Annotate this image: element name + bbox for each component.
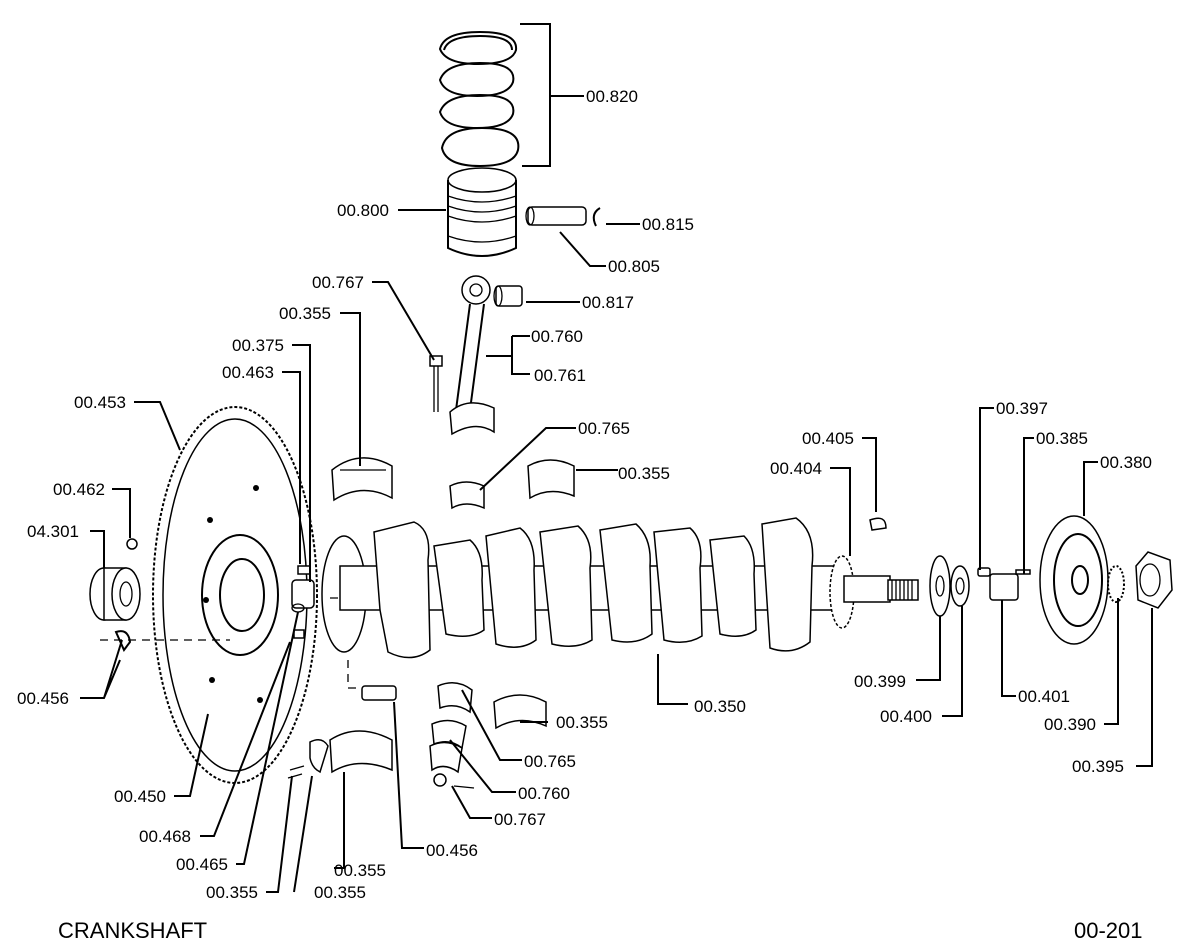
leader-lines xyxy=(80,23,1153,893)
part-label-00-395: 00.395 xyxy=(1072,757,1124,776)
part-label-00-450: 00.450 xyxy=(114,787,166,806)
part-label-00-355-upper-right: 00.355 xyxy=(618,464,670,483)
part-label-00-800: 00.800 xyxy=(337,201,389,220)
upper-bearing-shells-drawing xyxy=(331,457,575,510)
front-end-parts-drawing xyxy=(929,515,1173,645)
part-label-00-385: 00.385 xyxy=(1036,429,1088,448)
diagram-title: CRANKSHAFT xyxy=(58,918,208,943)
piston-pin-drawing xyxy=(525,206,601,227)
part-label-00-760-upper: 00.760 xyxy=(531,327,583,346)
part-labels: 00.820 00.800 00.815 00.805 00.817 00.76… xyxy=(17,87,1152,902)
part-label-00-355-upper-left: 00.355 xyxy=(279,304,331,323)
part-label-00-468: 00.468 xyxy=(139,827,191,846)
part-label-00-355-bottom-center: 00.355 xyxy=(334,861,386,880)
part-label-00-355-bottom-left: 00.355 xyxy=(206,883,258,902)
lower-bearing-parts-drawing xyxy=(287,682,547,789)
part-label-00-397: 00.397 xyxy=(996,399,1048,418)
part-label-00-399: 00.399 xyxy=(854,672,906,691)
part-label-00-767-lower: 00.767 xyxy=(494,810,546,829)
part-label-00-815: 00.815 xyxy=(642,215,694,234)
part-label-00-400: 00.400 xyxy=(880,707,932,726)
part-label-00-456-left: 00.456 xyxy=(17,689,69,708)
part-label-00-350: 00.350 xyxy=(694,697,746,716)
part-label-00-765-lower: 00.765 xyxy=(524,752,576,771)
part-label-00-375: 00.375 xyxy=(232,336,284,355)
bolt-center-line xyxy=(347,660,362,689)
flywheel-drawing xyxy=(152,406,318,784)
piston-drawing xyxy=(447,167,517,257)
part-label-00-355-lower-right: 00.355 xyxy=(556,713,608,732)
diagram-code: 00-201 xyxy=(1074,918,1143,943)
part-label-00-820: 00.820 xyxy=(586,87,638,106)
part-label-00-355-bottom-mid: 00.355 xyxy=(314,883,366,902)
part-label-00-453: 00.453 xyxy=(74,393,126,412)
part-label-00-463: 00.463 xyxy=(222,363,274,382)
part-label-00-817: 00.817 xyxy=(582,293,634,312)
part-label-00-760-lower: 00.760 xyxy=(518,784,570,803)
part-label-00-462: 00.462 xyxy=(53,480,105,499)
small-end-bushing-drawing xyxy=(493,285,523,307)
part-label-00-761: 00.761 xyxy=(534,366,586,385)
part-label-00-404: 00.404 xyxy=(770,459,822,478)
part-label-00-456-bottom: 00.456 xyxy=(426,841,478,860)
part-label-04-301: 04.301 xyxy=(27,522,79,541)
connecting-rod-drawing xyxy=(429,275,495,436)
crankshaft-drawing xyxy=(321,517,919,659)
part-label-00-805: 00.805 xyxy=(608,257,660,276)
pilot-bearing-drawing xyxy=(89,538,141,652)
piston-rings-drawing xyxy=(438,30,520,168)
part-label-00-465: 00.465 xyxy=(176,855,228,874)
flywheel-dowels-drawing xyxy=(291,565,315,639)
part-label-00-390: 00.390 xyxy=(1044,715,1096,734)
part-label-00-767-upper: 00.767 xyxy=(312,273,364,292)
part-label-00-380: 00.380 xyxy=(1100,453,1152,472)
part-label-00-765-upper: 00.765 xyxy=(578,419,630,438)
part-label-00-405: 00.405 xyxy=(802,429,854,448)
part-label-00-401: 00.401 xyxy=(1018,687,1070,706)
